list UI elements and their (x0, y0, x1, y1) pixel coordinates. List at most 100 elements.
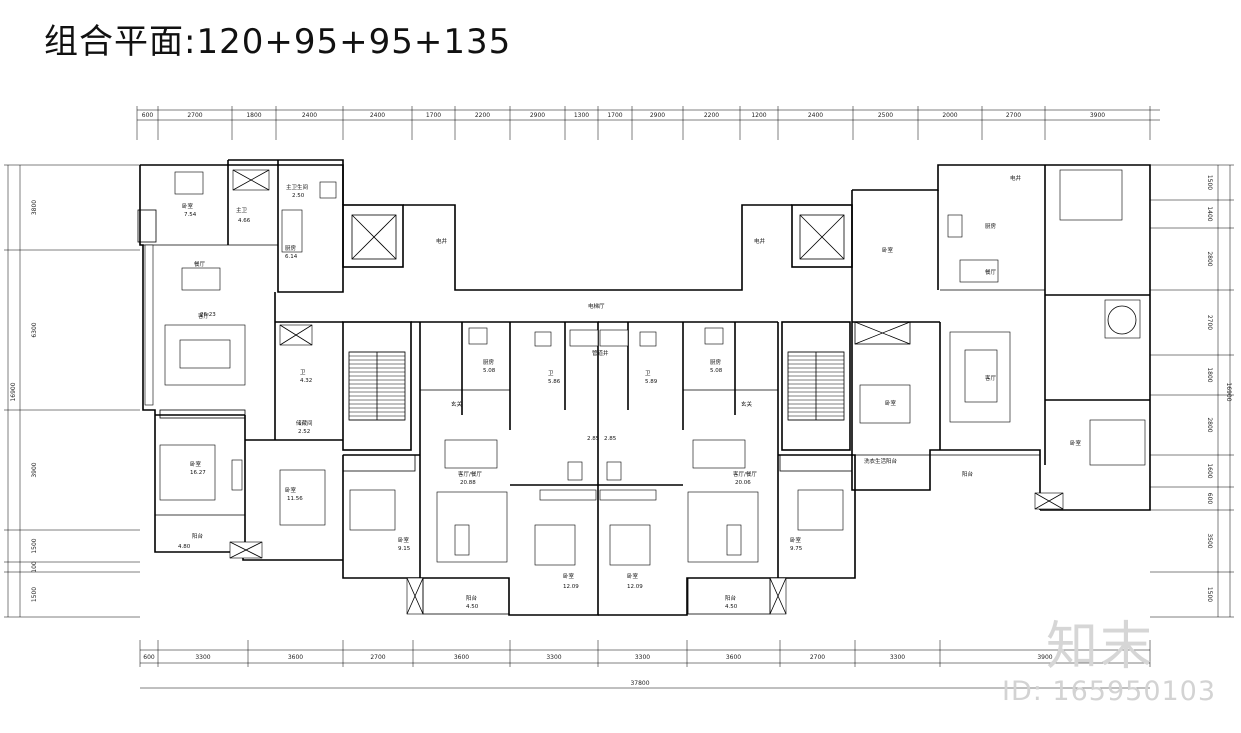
a-bath2-label: 主卫生间 (286, 183, 308, 191)
d-laundry-label: 洗衣生活阳台 (864, 457, 898, 465)
b-hall-label: 玄关 (451, 400, 463, 408)
a-balc-label: 阳台 (192, 532, 204, 540)
c-wc-area: 5.89 (645, 379, 658, 385)
a-dining-label: 餐厅 (194, 260, 206, 268)
c-living-label: 客厅/餐厅 (733, 470, 757, 478)
b-bed2-label: 卧室 (563, 572, 575, 580)
b-living-area: 20.88 (460, 480, 476, 486)
right-dimension-text: 2700 (1206, 315, 1213, 330)
a-kitchen-label: 厨房 (285, 244, 297, 252)
d-balc-label: 阳台 (962, 470, 974, 478)
a-bed1-label: 卧室 (182, 202, 194, 210)
right-dimension-text: 600 (1206, 493, 1213, 505)
b-balc-label: 阳台 (466, 594, 478, 602)
c-balc-area: 4.50 (725, 604, 738, 610)
top-dimension-text: 2900 (530, 112, 545, 119)
top-dimension-text: 2700 (187, 112, 202, 119)
bot-dimension-text: 3300 (546, 654, 561, 661)
c-bed2-area: 12.09 (627, 584, 643, 590)
c-kitchen-label: 厨房 (710, 358, 722, 366)
top-dimension-text: 2900 (650, 112, 665, 119)
shaft-label: 电井 (436, 237, 448, 245)
c-bed1-label: 卧室 (790, 536, 802, 544)
c-hall-label: 玄关 (741, 400, 753, 408)
watermark-logo: 知末 (1046, 617, 1155, 677)
bot-dimension-text: 3300 (890, 654, 905, 661)
drawing-title: 组合平面:120+95+95+135 (44, 22, 512, 62)
a-bed1-area: 7.54 (184, 212, 197, 218)
left-total-dimension: 16900 (10, 382, 17, 401)
b-shaft-label: 管道井 (592, 349, 609, 357)
a-wc-label: 卫 (300, 369, 306, 376)
top-dimension-text: 1200 (751, 112, 766, 119)
a-bath1-label: 主卫 (236, 206, 248, 214)
a-wc-area: 4.32 (300, 378, 312, 384)
bot-dimension-text: 3600 (726, 654, 741, 661)
a-bed2-label: 卧室 (190, 460, 202, 468)
top-dimension-text: 600 (142, 112, 154, 119)
right-dimension-text: 1400 (1206, 206, 1213, 221)
bot-dimension-text: 2700 (370, 654, 385, 661)
core-left: 电井 电梯厅 (342, 204, 792, 451)
top-dimension-text: 2700 (1006, 112, 1021, 119)
unit-d: 电井 厨房 餐厅 客厅 卧室 卧室 卧室 阳台 洗衣生活阳台 (851, 164, 1151, 511)
d-kitchen-label: 厨房 (985, 222, 997, 230)
top-dimension-text: 2000 (942, 112, 957, 119)
b-bed1-label: 卧室 (398, 536, 410, 544)
top-dimension-text: 1300 (574, 112, 589, 119)
c-living-area: 20.06 (735, 480, 751, 486)
b-wc-area: 5.86 (548, 379, 561, 385)
top-dimension-text: 2400 (808, 112, 823, 119)
right-dimension-text: 1500 (1206, 587, 1213, 602)
b-living-label: 客厅/餐厅 (458, 470, 482, 478)
a-living-label: 客厅 (198, 312, 210, 320)
b-balc-area: 4.50 (466, 604, 479, 610)
top-dimension-text: 2200 (475, 112, 490, 119)
b-bed2-area: 12.09 (563, 584, 579, 590)
d-bed3-label: 卧室 (1070, 439, 1082, 447)
top-dimension-text: 1700 (426, 112, 441, 119)
watermark-id: ID: 165950103 (1002, 676, 1217, 707)
c-kitchen-area: 5.08 (710, 368, 723, 374)
b-kitchen-area: 5.08 (483, 368, 496, 374)
top-dimension-text: 3900 (1090, 112, 1105, 119)
unit-c: 厨房 5.08 卫 5.89 玄关 客厅/餐厅 20.06 卧室 9.75 卧室… (598, 321, 856, 616)
unit-a: 卧室 7.54 主卫 4.66 主卫生间 2.50 厨房 6.14 餐厅 客厅 … (137, 159, 344, 561)
right-dimension-text: 1500 (1206, 175, 1213, 190)
c-bed1-area: 9.75 (790, 546, 803, 552)
b-bed1-area: 9.15 (398, 546, 411, 552)
top-dimension-text: 2500 (878, 112, 893, 119)
right-dimension-text: 2800 (1206, 417, 1213, 432)
c-balc-label: 阳台 (725, 594, 737, 602)
a-balc-area: 4.80 (178, 544, 191, 550)
top-dimension-text: 1800 (246, 112, 261, 119)
top-dimension-text: 2200 (704, 112, 719, 119)
top-dimension-text: 2400 (302, 112, 317, 119)
a-kitchen-area: 6.14 (285, 254, 298, 260)
total-dimension: 37800 (630, 680, 649, 687)
bot-dimension-text: 2700 (810, 654, 825, 661)
b-kitchen-label: 厨房 (483, 358, 495, 366)
right-dimension-text: 1800 (1206, 367, 1213, 382)
shaft2-label: 电井 (754, 237, 766, 245)
bot-dimension-text: 600 (143, 654, 155, 661)
left-dimension-text: 1500 (31, 538, 38, 553)
c-wc-label: 卫 (645, 370, 651, 377)
d-bed1-label: 卧室 (882, 246, 894, 254)
a-bed3-label: 卧室 (285, 486, 297, 494)
right-dimension-text: 1600 (1206, 463, 1213, 478)
bot-dimension-text: 3300 (635, 654, 650, 661)
bot-dimension-text: 3600 (288, 654, 303, 661)
left-dimension-text: 3800 (31, 200, 38, 215)
bot-dimension-text: 3600 (454, 654, 469, 661)
d-shaft-label: 电井 (1010, 174, 1022, 182)
a-bath2-area: 2.50 (292, 193, 305, 199)
right-dimension-text: 3500 (1206, 533, 1213, 548)
d-dining-label: 餐厅 (985, 268, 997, 276)
corridor-label: 电梯厅 (588, 302, 605, 310)
